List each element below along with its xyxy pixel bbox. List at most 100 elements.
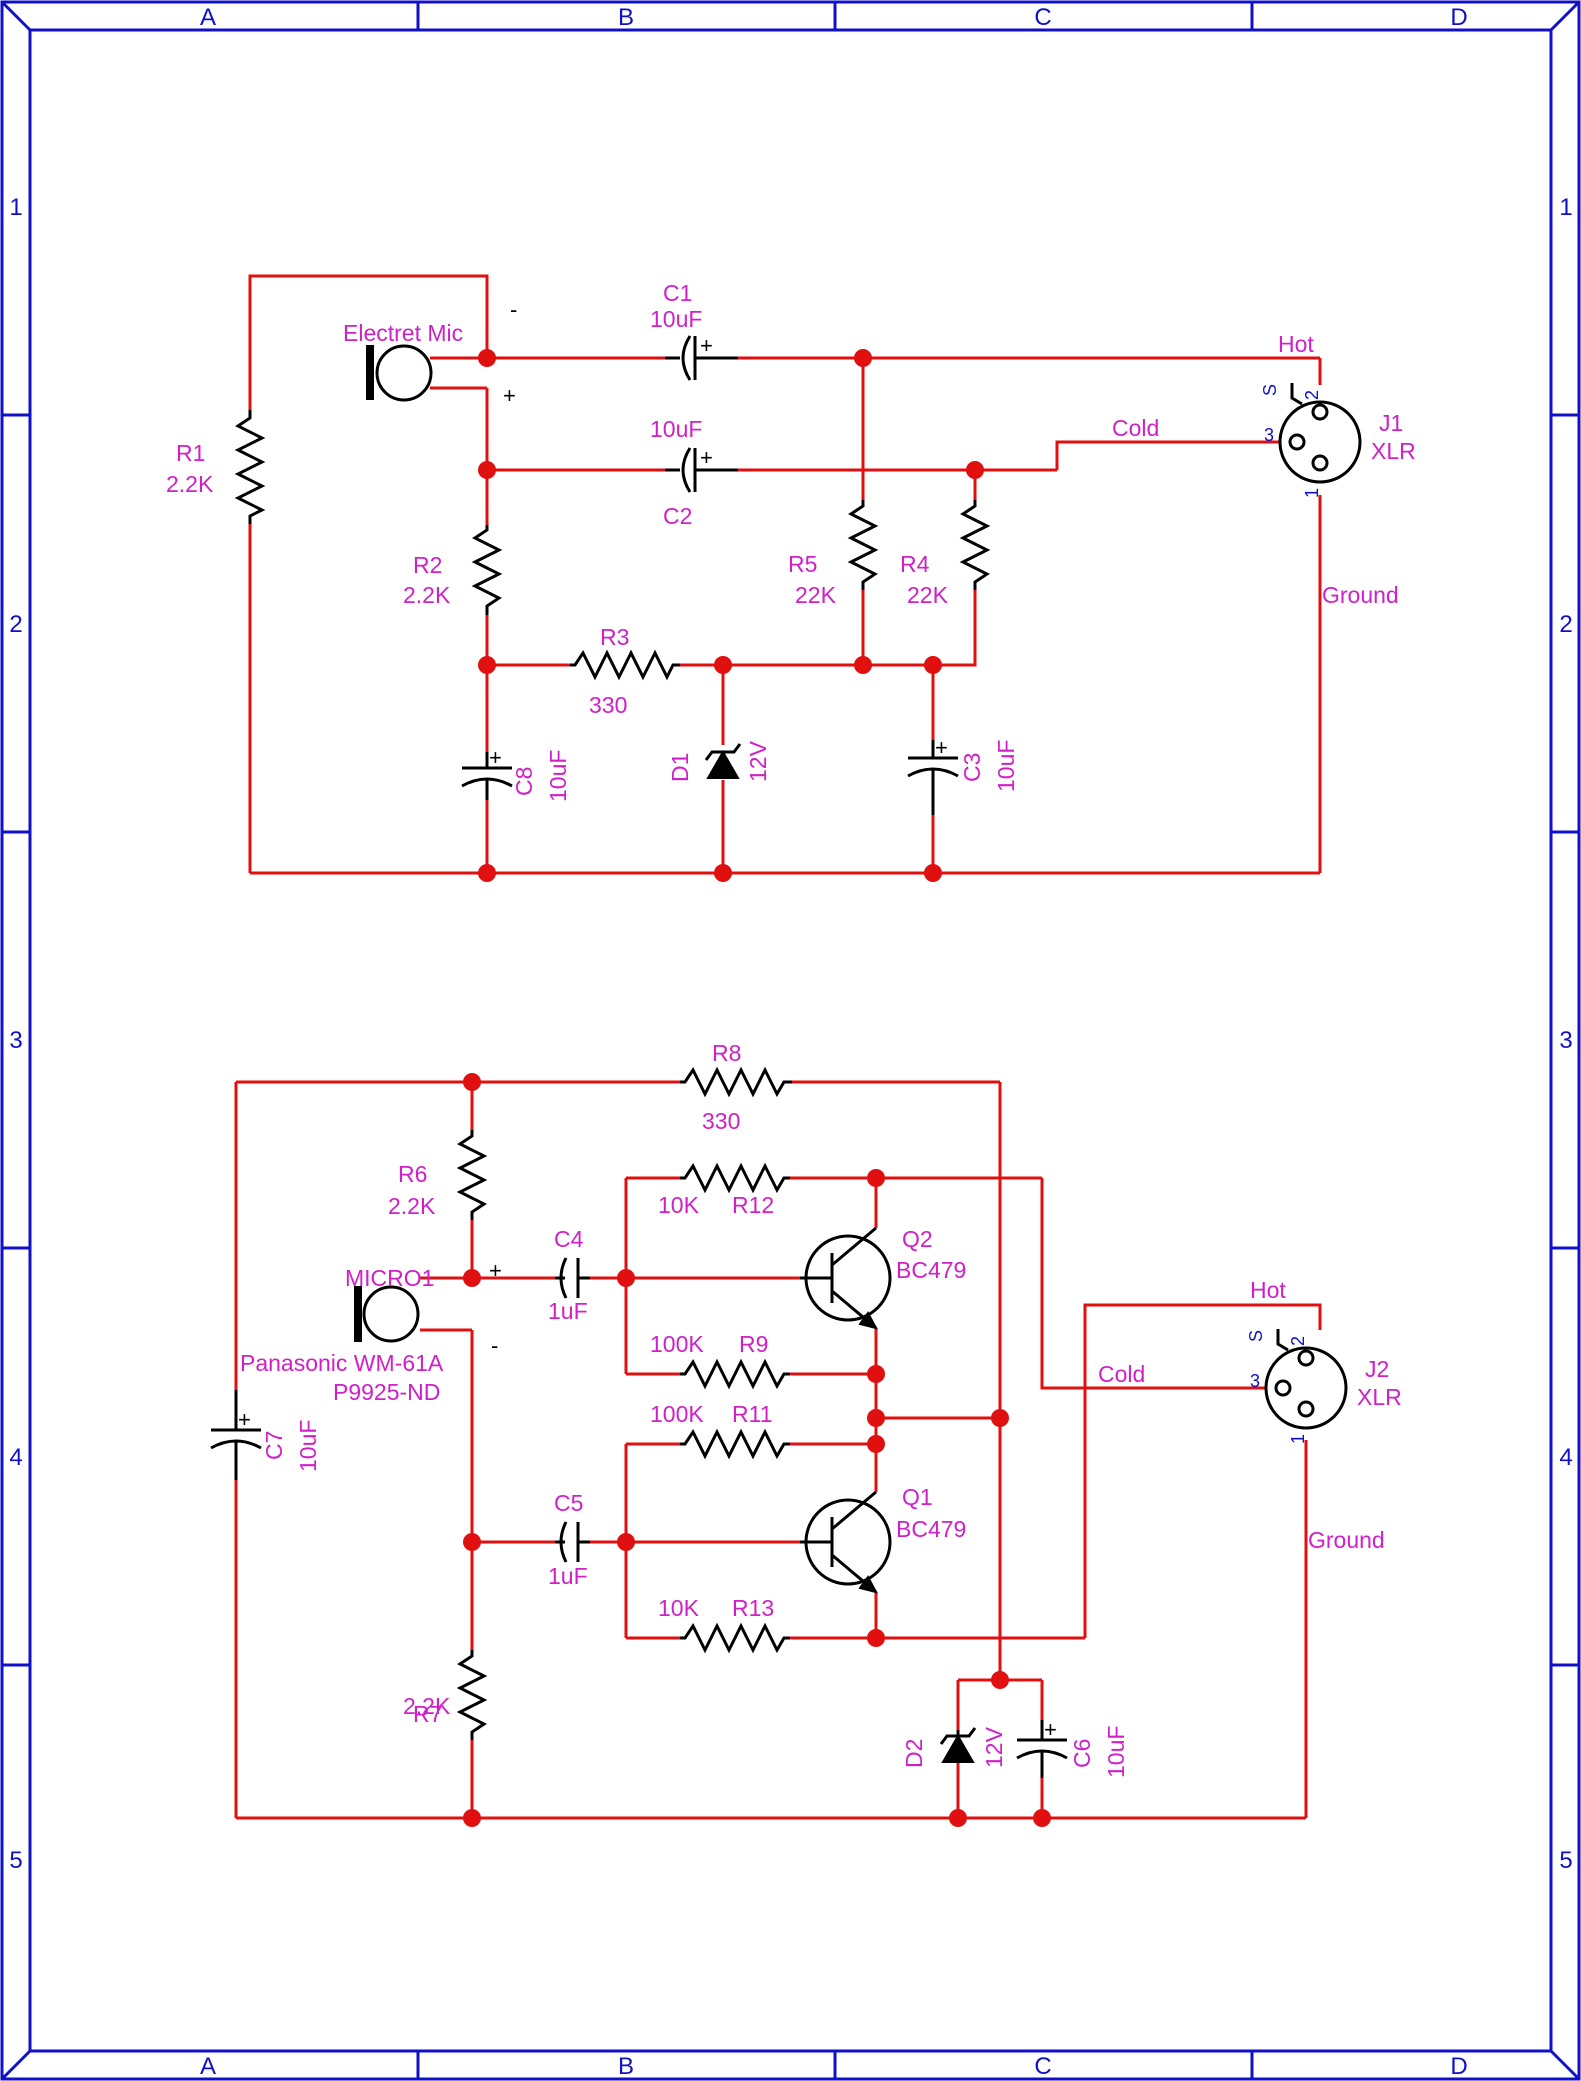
zone-col-b-bottom: B: [618, 2053, 634, 2080]
r13-ref: R13: [732, 1595, 774, 1621]
bottom-net-cold: Cold: [1098, 1361, 1145, 1387]
top-junctions: [478, 349, 984, 882]
micro1-part: Panasonic WM-61A: [240, 1350, 444, 1376]
c4-ref: C4: [554, 1226, 584, 1252]
zener-diode-d2: [939, 1727, 977, 1763]
j2-pin-3: 3: [1250, 1371, 1260, 1391]
resistor-r8: [680, 1066, 792, 1098]
capacitor-c4: [555, 1257, 590, 1299]
zone-row-1-right: 1: [1559, 194, 1572, 221]
r13-value: 10K: [658, 1595, 700, 1621]
r4-ref: R4: [900, 551, 930, 577]
j1-pin-2: 2: [1302, 390, 1322, 400]
zone-col-d-bottom: D: [1450, 2053, 1467, 2080]
bottom-junctions: [463, 1073, 1051, 1827]
zone-col-c-top: C: [1034, 4, 1051, 31]
c2-ref: C2: [663, 503, 692, 529]
j1-pin-s: S: [1260, 384, 1280, 396]
r9-value: 100K: [650, 1331, 704, 1357]
r6-value: 2.2K: [388, 1193, 436, 1219]
r5-value: 22K: [795, 582, 837, 608]
mic-minus-sign: -: [510, 297, 517, 322]
r1-ref: R1: [176, 440, 205, 466]
micro1-order: P9925-ND: [333, 1379, 440, 1405]
j2-ref: J2: [1365, 1356, 1389, 1382]
capacitor-c3: +: [907, 735, 959, 815]
capacitor-c7: +: [210, 1390, 262, 1480]
r3-value: 330: [589, 692, 627, 718]
j2-pin-1: 1: [1288, 1434, 1308, 1444]
c1-ref: C1: [663, 280, 692, 306]
j1-pin-3: 3: [1264, 425, 1274, 445]
j2-pin-s: S: [1246, 1330, 1266, 1342]
capacitor-c5: [555, 1521, 590, 1563]
c8-value: 10uF: [545, 750, 571, 802]
r8-value: 330: [702, 1108, 740, 1134]
zone-col-c-bottom: C: [1034, 2053, 1051, 2080]
zone-row-3-left: 3: [9, 1027, 22, 1054]
xlr-connector-j2: [1264, 1329, 1348, 1430]
svg-text:+: +: [700, 445, 713, 470]
capacitor-c6: +: [1016, 1717, 1068, 1778]
c6-value: 10uF: [1103, 1726, 1129, 1778]
circuit-top: Electret Mic - + R1 2.2K + C1 10uF + 10u…: [166, 274, 1416, 882]
svg-text:+: +: [935, 735, 948, 760]
zone-labels: A B C D A B C D 1 2 3 4 5 1 2 3 4 5: [9, 4, 1572, 2080]
resistor-r1: [234, 410, 266, 524]
j2-type: XLR: [1357, 1384, 1402, 1410]
transistor-q1: [800, 1490, 892, 1594]
micro1-plus-sign: +: [489, 1258, 502, 1283]
c5-value: 1uF: [548, 1563, 588, 1589]
resistor-r11: [680, 1428, 790, 1460]
capacitor-c1: +: [665, 333, 738, 381]
d1-ref: D1: [667, 753, 693, 782]
c3-ref: C3: [959, 753, 985, 782]
d2-ref: D2: [901, 1739, 927, 1768]
r3-ref: R3: [600, 624, 629, 650]
c7-ref: C7: [261, 1431, 287, 1460]
zone-row-4-right: 4: [1559, 1444, 1572, 1471]
c8-ref: C8: [511, 767, 537, 796]
zone-col-d-top: D: [1450, 4, 1467, 31]
zone-row-5-left: 5: [9, 1847, 22, 1874]
r7-ref: R7: [413, 1701, 442, 1727]
r12-ref: R12: [732, 1192, 774, 1218]
c6-ref: C6: [1069, 1739, 1095, 1768]
q1-ref: Q1: [902, 1484, 933, 1510]
zone-row-3-right: 3: [1559, 1027, 1572, 1054]
j1-pin-1: 1: [1302, 488, 1322, 498]
j2-pin-2: 2: [1288, 1336, 1308, 1346]
q2-value: BC479: [896, 1257, 966, 1283]
svg-text:+: +: [700, 333, 713, 358]
c5-ref: C5: [554, 1490, 583, 1516]
svg-text:+: +: [238, 1407, 251, 1432]
top-wires: [248, 274, 1322, 875]
resistor-r7: [456, 1650, 488, 1740]
zone-row-2-left: 2: [9, 611, 22, 638]
c2-value: 10uF: [650, 416, 702, 442]
zone-col-a-top: A: [200, 4, 216, 31]
c3-value: 10uF: [993, 740, 1019, 792]
c7-value: 10uF: [295, 1420, 321, 1472]
r2-value: 2.2K: [403, 582, 451, 608]
svg-text:+: +: [489, 745, 502, 770]
bottom-wires: [234, 1080, 1322, 1820]
r9-ref: R9: [739, 1331, 768, 1357]
r2-ref: R2: [413, 552, 442, 578]
resistor-r4: [959, 500, 991, 590]
capacitor-c2: +: [665, 445, 738, 493]
r7-value-text: 2.2K: [403, 1693, 451, 1719]
zone-row-2-right: 2: [1559, 611, 1572, 638]
resistor-r12: [680, 1162, 790, 1194]
circuit-bottom: MICRO1 Panasonic WM-61A P9925-ND + - R8 …: [210, 1040, 1402, 1827]
zone-col-a-bottom: A: [200, 2053, 216, 2080]
bottom-net-hot: Hot: [1250, 1277, 1286, 1303]
r1-value: 2.2K: [166, 471, 214, 497]
r12-value: 10K: [658, 1192, 700, 1218]
zener-diode-d1: [704, 743, 742, 779]
q2-ref: Q2: [902, 1226, 933, 1252]
r4-value: 22K: [907, 582, 949, 608]
top-net-ground: Ground: [1322, 582, 1399, 608]
j1-ref: J1: [1379, 410, 1403, 436]
